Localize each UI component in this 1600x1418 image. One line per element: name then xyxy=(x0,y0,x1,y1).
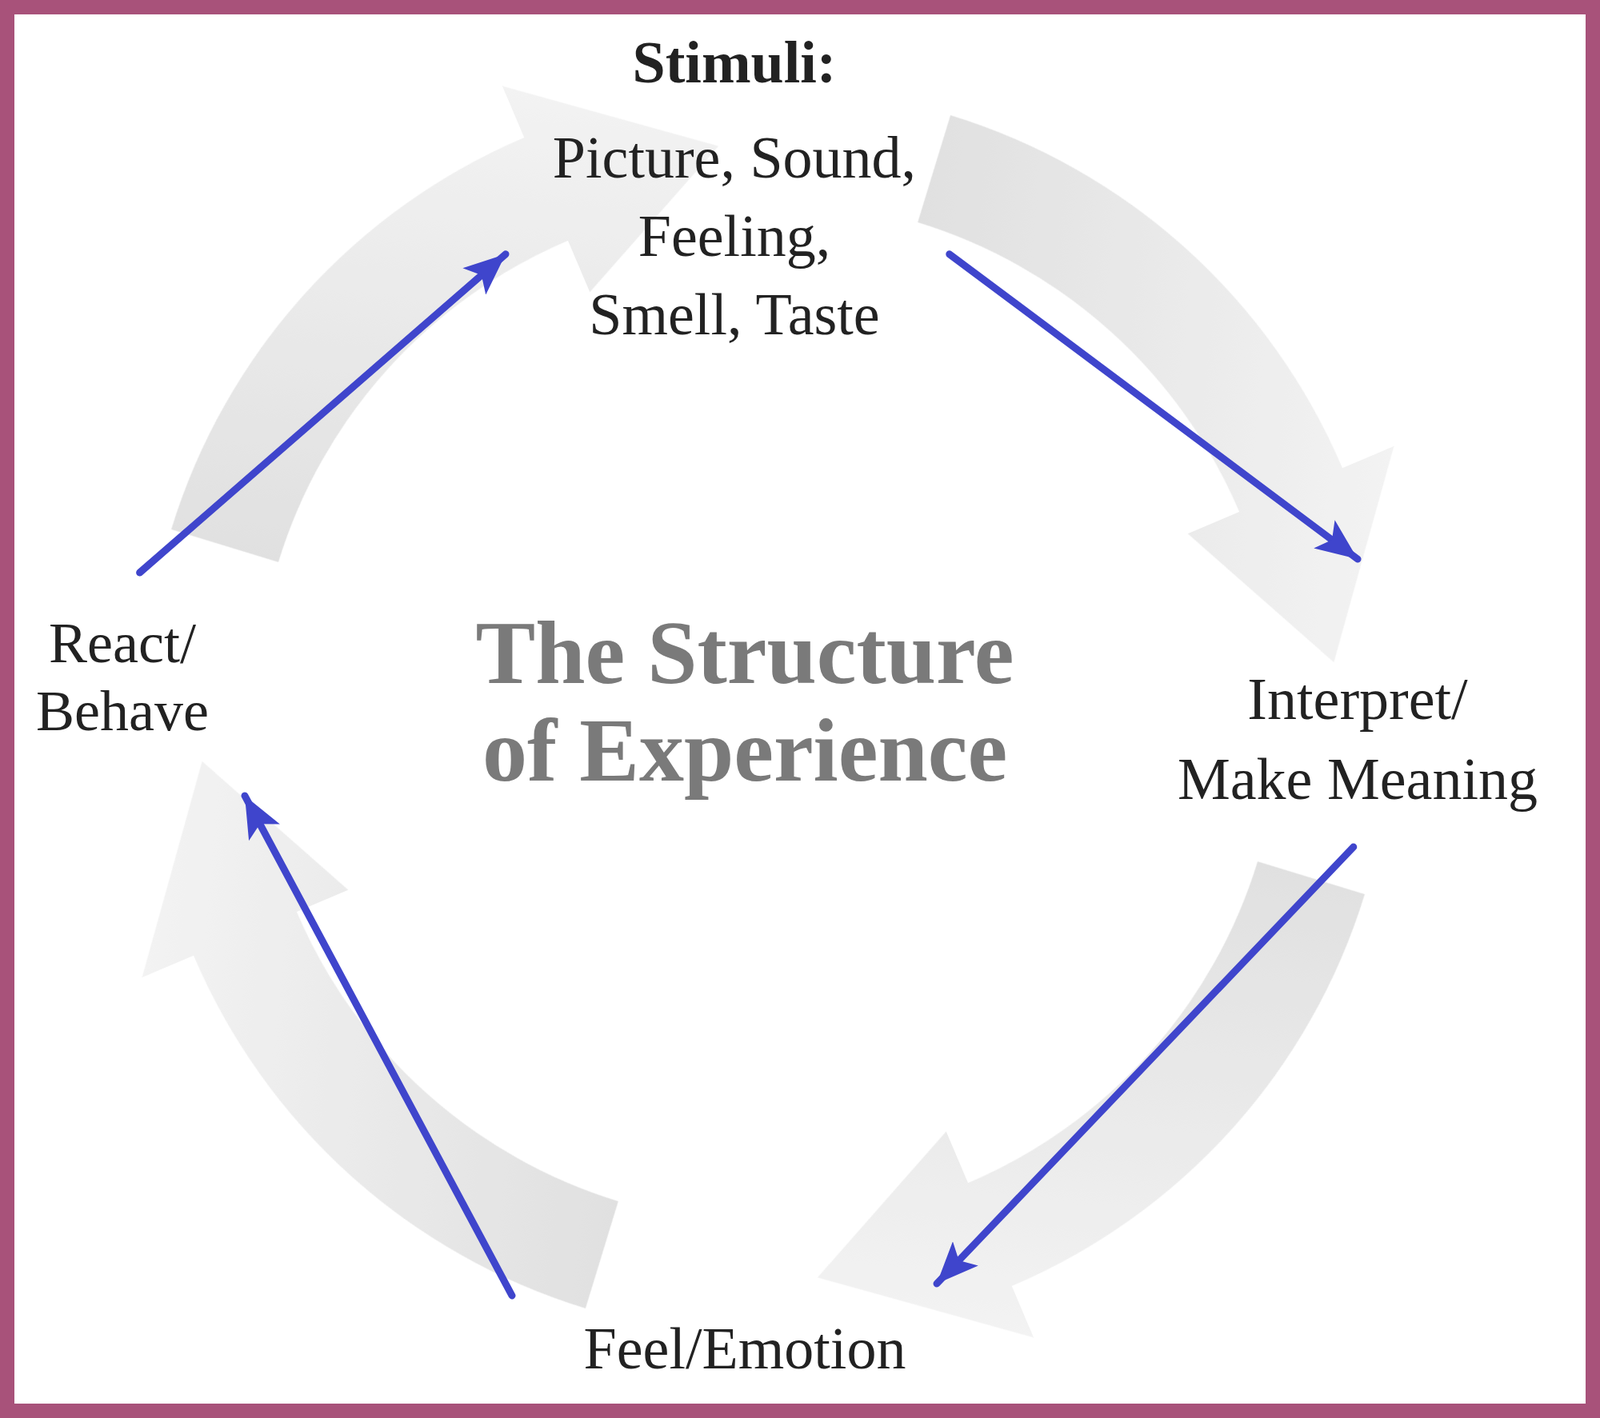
node-label: Interpret/ Make Meaning xyxy=(1149,659,1566,820)
feel-node: Feel/Emotion xyxy=(504,1312,985,1385)
flow-arrow xyxy=(936,847,1354,1284)
flow-arrow xyxy=(244,796,512,1296)
node-heading: Stimuli: xyxy=(510,22,959,103)
react-node: React/ Behave xyxy=(14,609,231,746)
interpret-node: Interpret/ Make Meaning xyxy=(1149,659,1566,820)
node-label: React/ Behave xyxy=(14,609,231,746)
diagram-title: The Structure of Experience xyxy=(400,604,1089,800)
stimuli-node: Stimuli: Picture, Sound, Feeling, Smell, … xyxy=(510,22,959,354)
flow-arrow xyxy=(949,254,1358,560)
node-label: Feel/Emotion xyxy=(504,1312,985,1385)
flow-arrow xyxy=(140,254,506,573)
node-label: Picture, Sound, Feeling, Smell, Taste xyxy=(510,118,959,354)
